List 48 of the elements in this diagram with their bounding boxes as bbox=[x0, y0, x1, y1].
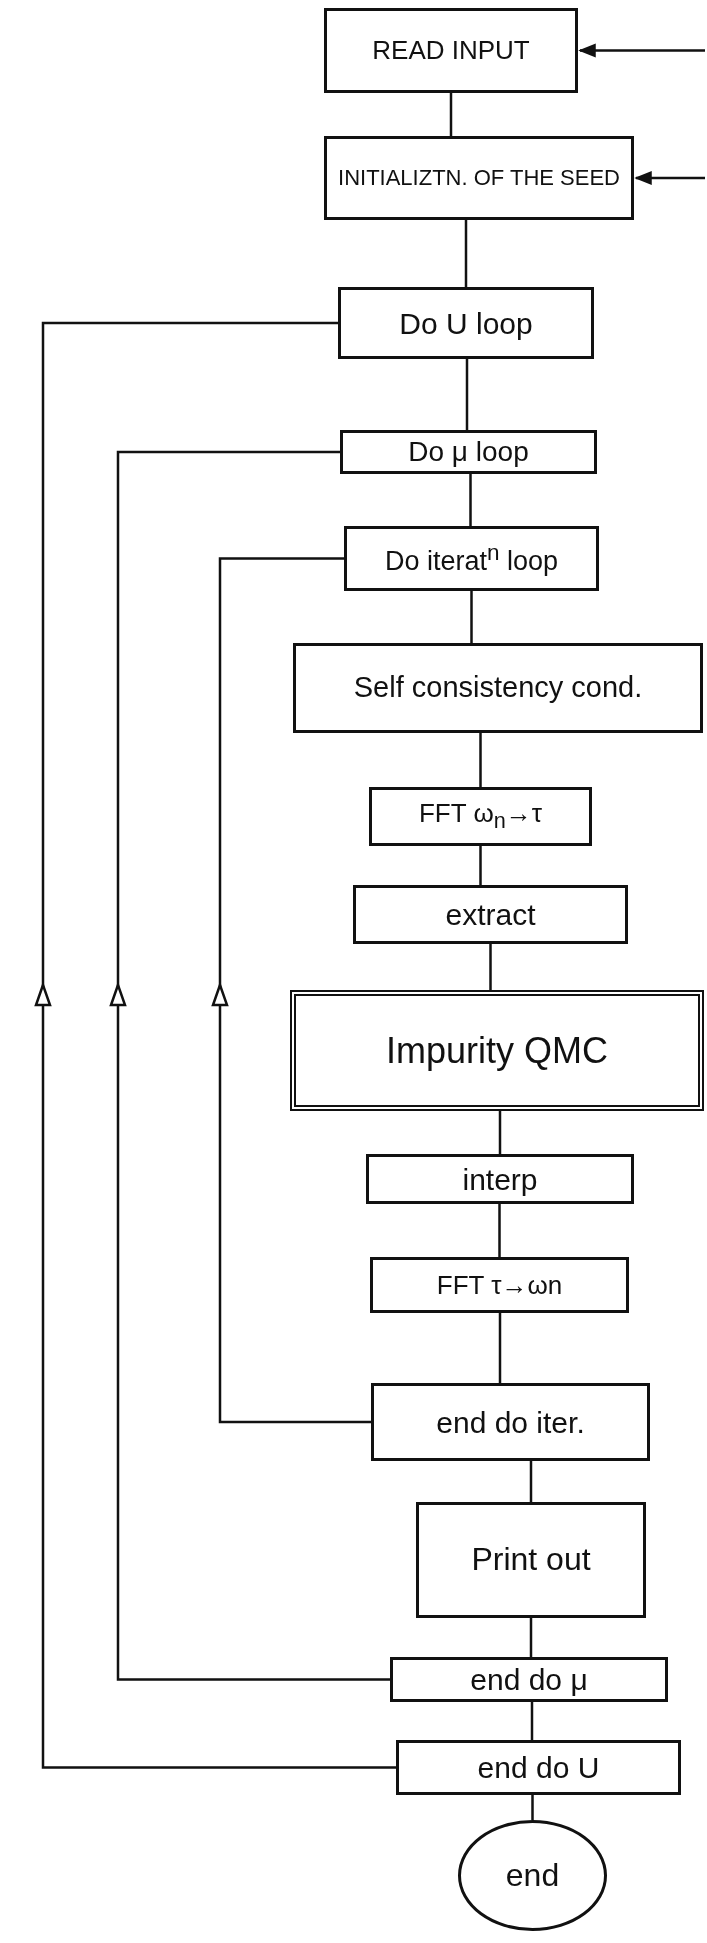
connector-line bbox=[465, 359, 469, 430]
connector-line bbox=[498, 1313, 502, 1383]
connector-line bbox=[531, 1795, 534, 1820]
step-label: Print out bbox=[471, 1542, 591, 1578]
connector-line bbox=[530, 1702, 534, 1740]
arrow bbox=[634, 171, 705, 185]
process-box bbox=[338, 287, 594, 359]
connector-line bbox=[470, 591, 473, 643]
connector-line bbox=[469, 474, 472, 526]
process-box bbox=[396, 1740, 681, 1795]
process-box bbox=[324, 8, 578, 93]
connector-line bbox=[489, 944, 492, 990]
process-box bbox=[340, 430, 597, 474]
step-label: end do U bbox=[477, 1751, 600, 1784]
step-label: Self consistency cond. bbox=[353, 672, 643, 704]
connector-line bbox=[479, 733, 482, 787]
process-box bbox=[371, 1383, 650, 1461]
step-label: end do μ bbox=[470, 1663, 588, 1696]
connector-line bbox=[498, 1204, 501, 1257]
process-box bbox=[344, 526, 599, 591]
connector-line bbox=[449, 93, 453, 136]
step-label: FFT ω$_{n}$→τ bbox=[419, 799, 542, 834]
process-box bbox=[390, 1657, 668, 1702]
step-label: Do iterat$^{n}$ loop bbox=[384, 540, 559, 577]
step-label: end do iter. bbox=[436, 1405, 585, 1439]
process-box bbox=[353, 885, 628, 944]
step-label: extract bbox=[445, 898, 536, 931]
step-label: INITIALIZTN. OF THE SEED bbox=[338, 165, 620, 191]
step-label: FFT τ→ωn bbox=[436, 1270, 563, 1300]
connector-line bbox=[498, 1111, 502, 1154]
step-label: interp bbox=[462, 1162, 538, 1196]
process-box bbox=[416, 1502, 646, 1618]
process-box bbox=[293, 643, 703, 733]
connector-line bbox=[479, 846, 482, 885]
process-box bbox=[369, 787, 592, 846]
step-label: end bbox=[505, 1857, 560, 1894]
connector-line bbox=[464, 220, 468, 287]
process-box bbox=[370, 1257, 629, 1313]
step-label: Do μ loop bbox=[408, 436, 529, 468]
arrow bbox=[578, 43, 705, 58]
connector-line bbox=[529, 1618, 533, 1657]
step-label: Impurity QMC bbox=[386, 1030, 608, 1071]
connector-line bbox=[529, 1461, 533, 1502]
process-box bbox=[324, 136, 634, 220]
process-box bbox=[366, 1154, 634, 1204]
step-label: READ INPUT bbox=[372, 36, 530, 65]
step-label: Do U loop bbox=[399, 306, 533, 340]
double-process-box bbox=[290, 990, 704, 1111]
